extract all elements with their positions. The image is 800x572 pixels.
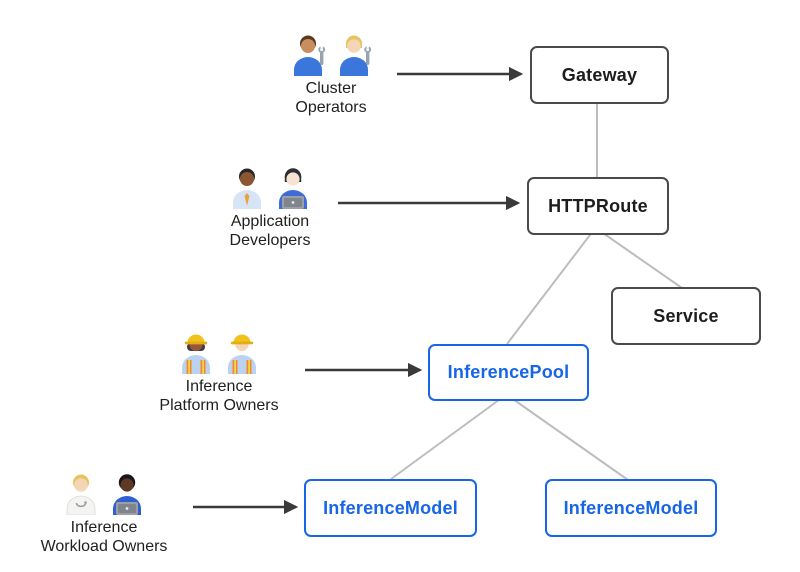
node-inferencemodel-left-label: InferenceModel [323,497,458,518]
edge-inferencepool-inferencemodel-right [509,396,629,481]
woman-construction-worker-emoji [182,334,210,374]
health-worker-emoji [66,474,96,515]
persona-label-line: Workload Owners [40,538,168,555]
man-mechanic-emoji [294,35,326,76]
node-inferencemodel-left: InferenceModel [304,479,477,537]
node-gateway: Gateway [530,46,669,104]
persona-application-developers: Application Developers [180,165,360,250]
edge-httproute-inferencepool [506,230,594,345]
node-inferencemodel-right-label: InferenceModel [563,497,699,518]
persona-label-line: Platform Owners [159,397,279,414]
edge-inferencepool-inferencemodel-left [390,396,504,480]
persona-cluster-operators: Cluster Operators [241,32,421,117]
man-technologist-emoji [113,474,141,515]
node-gateway-label: Gateway [561,64,638,85]
application-developers-emojis [180,165,360,209]
persona-label-line: Inference [185,378,253,395]
inference-platform-owners-emojis [129,330,309,374]
persona-label-line: Operators [295,99,367,116]
cluster-operators-emojis [241,32,421,76]
inference-workload-owners-emojis [14,471,194,515]
node-httproute-label: HTTPRoute [548,195,648,216]
persona-label-line: Cluster [305,80,357,97]
woman-technologist-emoji [279,168,307,209]
persona-label-line: Developers [229,232,311,249]
node-service-label: Service [653,305,719,326]
persona-label-line: Inference [70,519,138,536]
man-construction-worker-emoji [228,334,256,374]
node-service: Service [611,287,761,345]
node-inferencepool-label: InferencePool [447,362,570,382]
woman-mechanic-emoji [340,35,372,76]
node-httproute: HTTPRoute [527,177,669,235]
edge-httproute-service [599,230,683,289]
man-office-worker-emoji [233,168,261,209]
persona-label-line: Application [230,213,310,230]
persona-inference-workload-owners: Inference Workload Owners [14,471,194,556]
node-inferencemodel-right: InferenceModel [545,479,717,537]
node-inferencepool: InferencePool [428,344,589,401]
persona-inference-platform-owners: Inference Platform Owners [129,330,309,415]
